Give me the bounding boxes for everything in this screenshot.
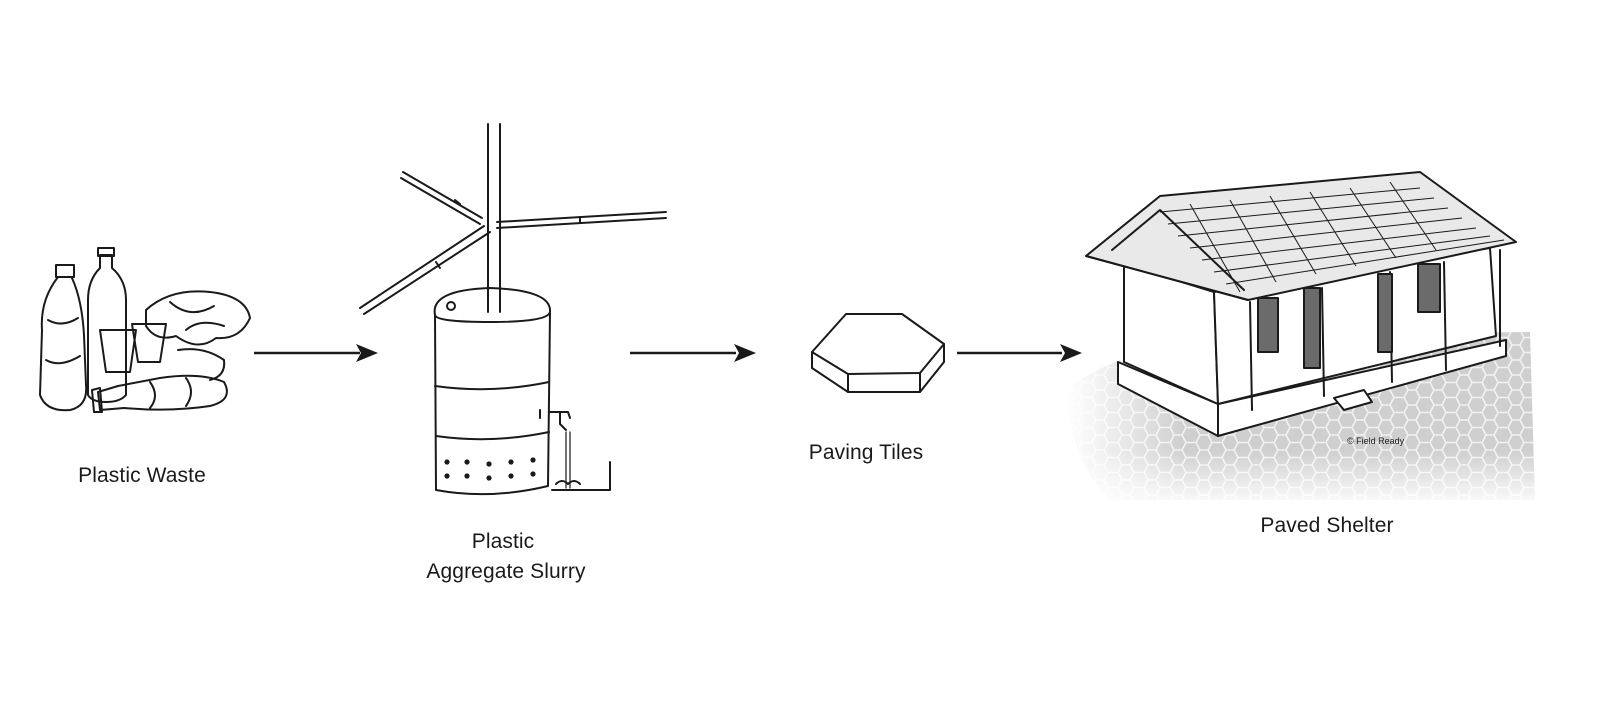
step-label-plastic-waste: Plastic Waste [78, 464, 206, 487]
plastic-waste-icon [39, 247, 251, 413]
arrow-right-icon [957, 344, 1082, 362]
arrow-right-icon [254, 344, 378, 362]
credit-text: © Field Ready [1347, 436, 1405, 446]
step-label-paved-shelter: Paved Shelter [1260, 514, 1394, 537]
arrow-right-icon [630, 344, 756, 362]
step-label-paving-tiles: Paving Tiles [808, 441, 924, 464]
step-label-slurry-line2: Aggregate Slurry [426, 560, 586, 583]
mixing-drum-icon [359, 123, 667, 496]
hexagon-tile-icon [811, 313, 945, 393]
shelter-house-icon [1068, 171, 1538, 502]
step-label-slurry-line1: Plastic [471, 530, 535, 553]
drum-holes [444, 457, 536, 481]
